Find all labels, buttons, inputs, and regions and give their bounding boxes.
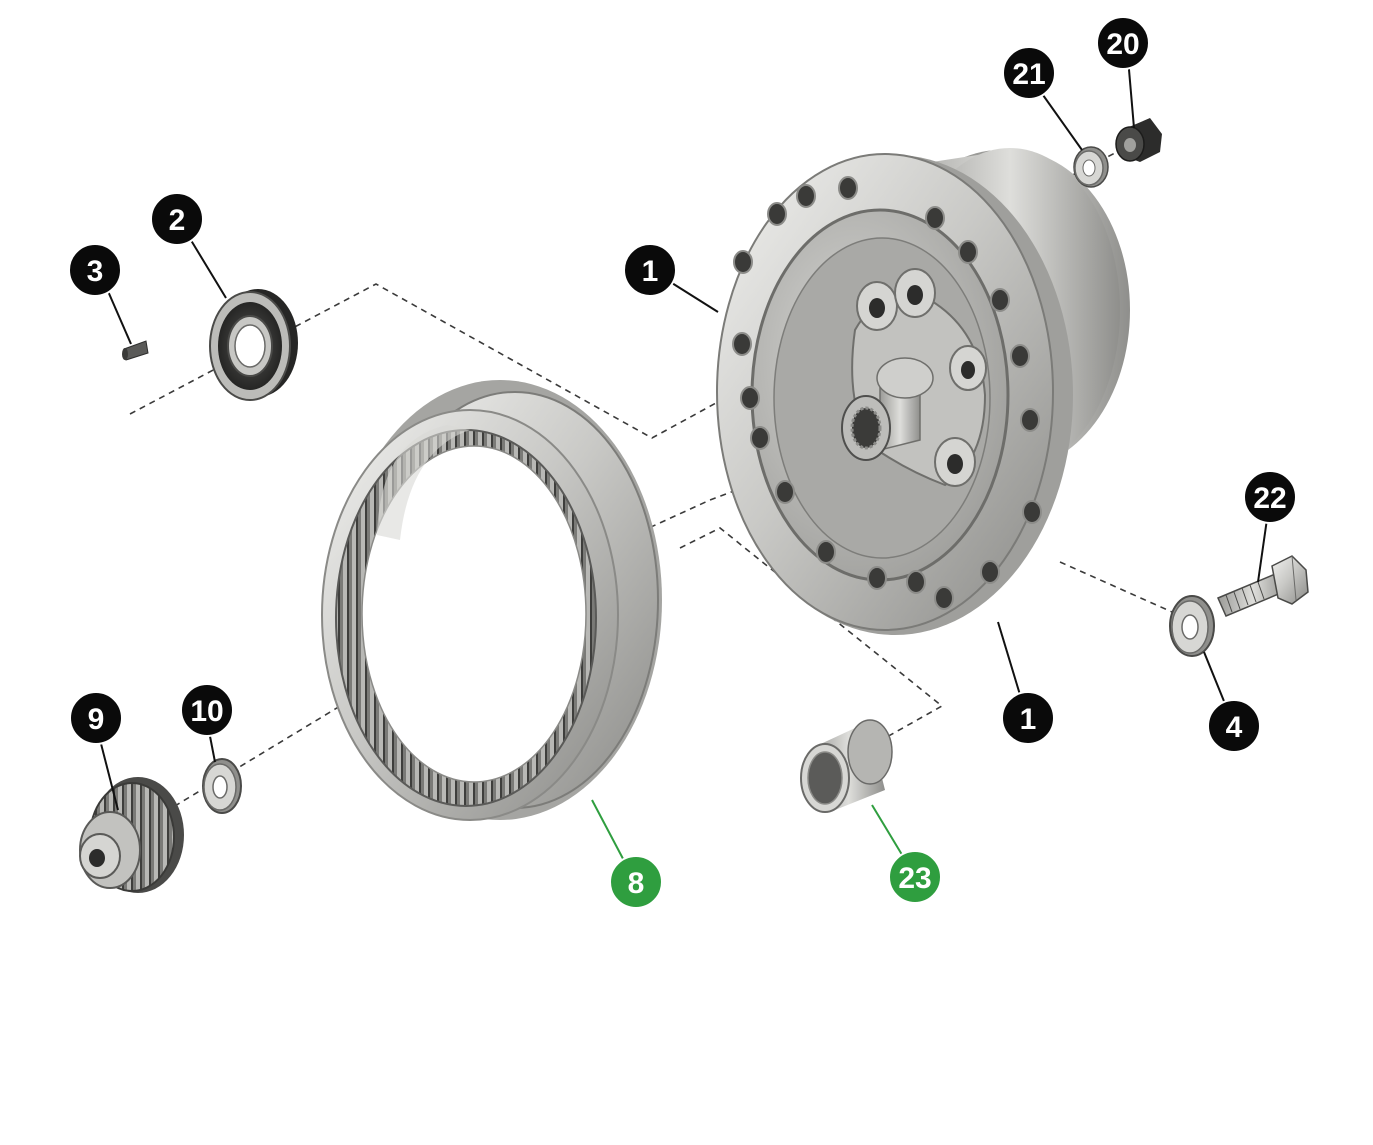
callout-3: 3 — [68, 243, 122, 297]
planetary-hub-icon — [716, 148, 1130, 635]
svg-text:4: 4 — [1226, 711, 1243, 744]
svg-text:9: 9 — [88, 703, 105, 736]
hex-bolt-icon — [1217, 555, 1309, 617]
dowel-pin-icon — [122, 340, 149, 361]
svg-text:21: 21 — [1012, 58, 1045, 91]
sealed-bearing-icon — [209, 289, 298, 401]
leader-line-20 — [1127, 57, 1135, 129]
svg-text:22: 22 — [1253, 482, 1286, 515]
callout-1a: 1 — [623, 243, 677, 297]
callout-23: 23 — [888, 850, 942, 904]
planet-bosses — [856, 268, 987, 487]
callout-1b: 1 — [1001, 691, 1055, 745]
callout-2: 2 — [150, 192, 204, 246]
leader-line-2 — [185, 231, 227, 299]
callout-20: 20 — [1096, 16, 1150, 70]
assembly-line-bolt-22 — [1059, 561, 1191, 621]
pinion-gear-icon — [79, 777, 184, 893]
callout-8: 8 — [609, 855, 663, 909]
svg-text:3: 3 — [87, 255, 104, 288]
svg-text:20: 20 — [1106, 28, 1139, 61]
leader-line-21 — [1037, 87, 1083, 151]
washer-icon — [202, 758, 242, 814]
svg-text:1: 1 — [1020, 703, 1037, 736]
svg-text:2: 2 — [169, 204, 186, 237]
bushing-icon — [800, 719, 893, 813]
washer-icon — [1169, 595, 1215, 657]
callout-10: 10 — [180, 683, 234, 737]
svg-text:10: 10 — [190, 695, 223, 728]
svg-text:8: 8 — [628, 867, 645, 900]
callouts: 1 1 2 3 4 8 9 10 — [68, 16, 1297, 909]
callout-21: 21 — [1002, 46, 1056, 100]
leader-line-9 — [97, 731, 119, 811]
svg-text:23: 23 — [898, 862, 931, 895]
flange-holes — [732, 176, 1042, 610]
callout-9: 9 — [69, 691, 123, 745]
svg-text:1: 1 — [642, 255, 659, 288]
internal-ring-gear-icon — [321, 380, 662, 821]
washer-icon — [1073, 146, 1109, 188]
callout-4: 4 — [1207, 699, 1261, 753]
assembly-line-bushing — [679, 527, 944, 739]
nut-icon — [1115, 118, 1162, 162]
callout-22: 22 — [1243, 470, 1297, 524]
